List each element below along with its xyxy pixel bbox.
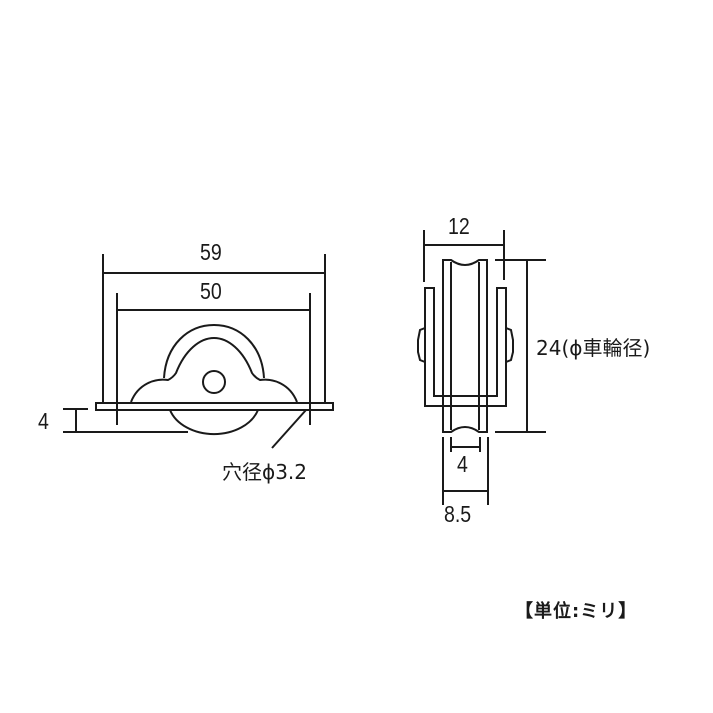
front-view	[63, 254, 334, 449]
dim-24-label: 24(ϕ車輪径)	[536, 336, 651, 360]
unit-label: 【単位:ミリ】	[515, 601, 638, 622]
dim-8.5-label: 8.5	[444, 501, 472, 527]
hole-leader-line	[271, 409, 307, 449]
dim-4-label: 4	[38, 408, 49, 434]
rivet-right	[505, 327, 514, 363]
axle-hole	[202, 370, 226, 394]
bracket-outer	[424, 287, 507, 407]
wheel-side	[442, 259, 488, 433]
rivet-left	[417, 327, 426, 363]
bracket-outer-arc	[163, 323, 265, 379]
dim-50-label: 50	[200, 278, 222, 304]
side-view	[417, 230, 546, 505]
dim-groove-label: 4	[457, 451, 468, 477]
dim-12-label: 12	[448, 213, 470, 239]
bracket-body	[130, 336, 298, 403]
wheel-lower-arc	[169, 409, 259, 436]
dim-59-label: 59	[200, 239, 222, 265]
base-plate	[95, 402, 334, 411]
hole-diameter-label: 穴径ϕ3.2	[222, 460, 307, 484]
